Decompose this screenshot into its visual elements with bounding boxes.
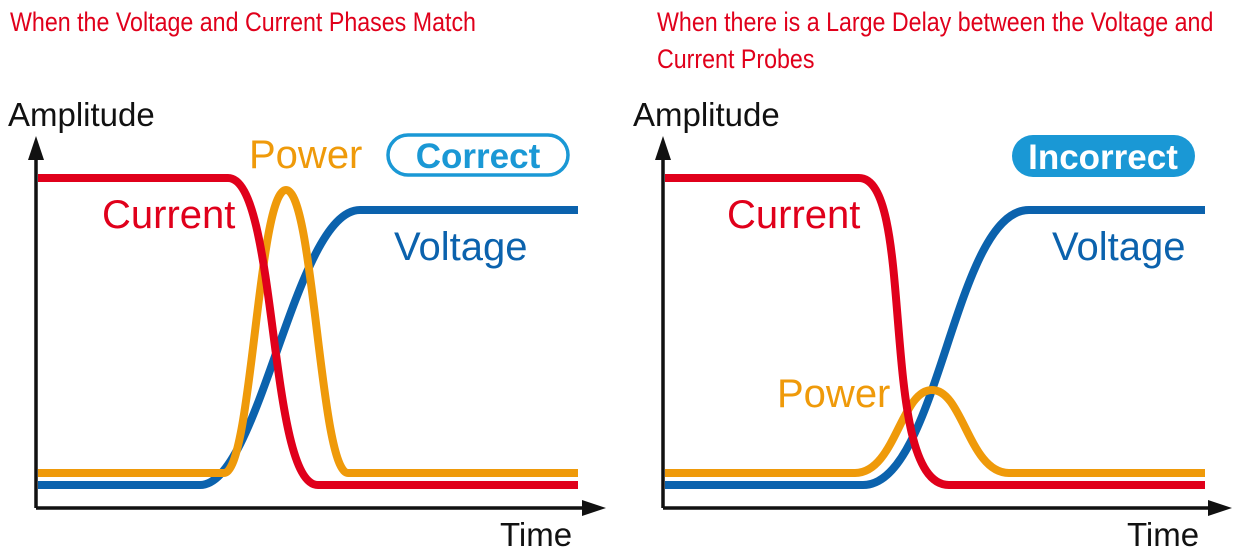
current-curve [665,174,1205,489]
voltage-label: Voltage [1052,225,1185,269]
panel-phases-match: When the Voltage and Current Phases Matc… [8,7,606,553]
power-label: Power [249,133,362,177]
power-label: Power [777,372,890,416]
correct-badge [386,133,570,177]
x-axis-arrow [582,500,606,516]
voltage-label: Voltage [394,225,527,269]
panel-large-delay: When there is a Large Delay between the … [619,0,1238,554]
voltage-curve [665,206,1205,489]
current-label: Current [102,193,235,237]
panel-title: When the Voltage and Current Phases Matc… [10,7,476,37]
y-axis-label: Amplitude [633,96,780,133]
current-curve [38,174,578,489]
y-axis-arrow [28,136,44,160]
incorrect-badge-label: Incorrect [1028,138,1178,177]
correct-badge-label: Correct [416,137,541,176]
x-axis-label: Time [500,516,572,553]
y-axis-arrow [655,136,671,160]
current-label: Current [727,193,860,237]
power-curve [665,385,1205,477]
y-axis-label: Amplitude [8,96,155,133]
panel-title: When there is a Large Delay between the … [657,7,1214,74]
waveform-diagram: Amplitude Time Current Voltage Power Cor… [8,96,606,553]
waveform-diagram: Amplitude Time Current Voltage Power Inc… [633,96,1232,553]
power-curve [38,185,578,477]
x-axis-arrow [1208,500,1232,516]
incorrect-badge [1012,135,1195,177]
x-axis-label: Time [1127,516,1199,553]
